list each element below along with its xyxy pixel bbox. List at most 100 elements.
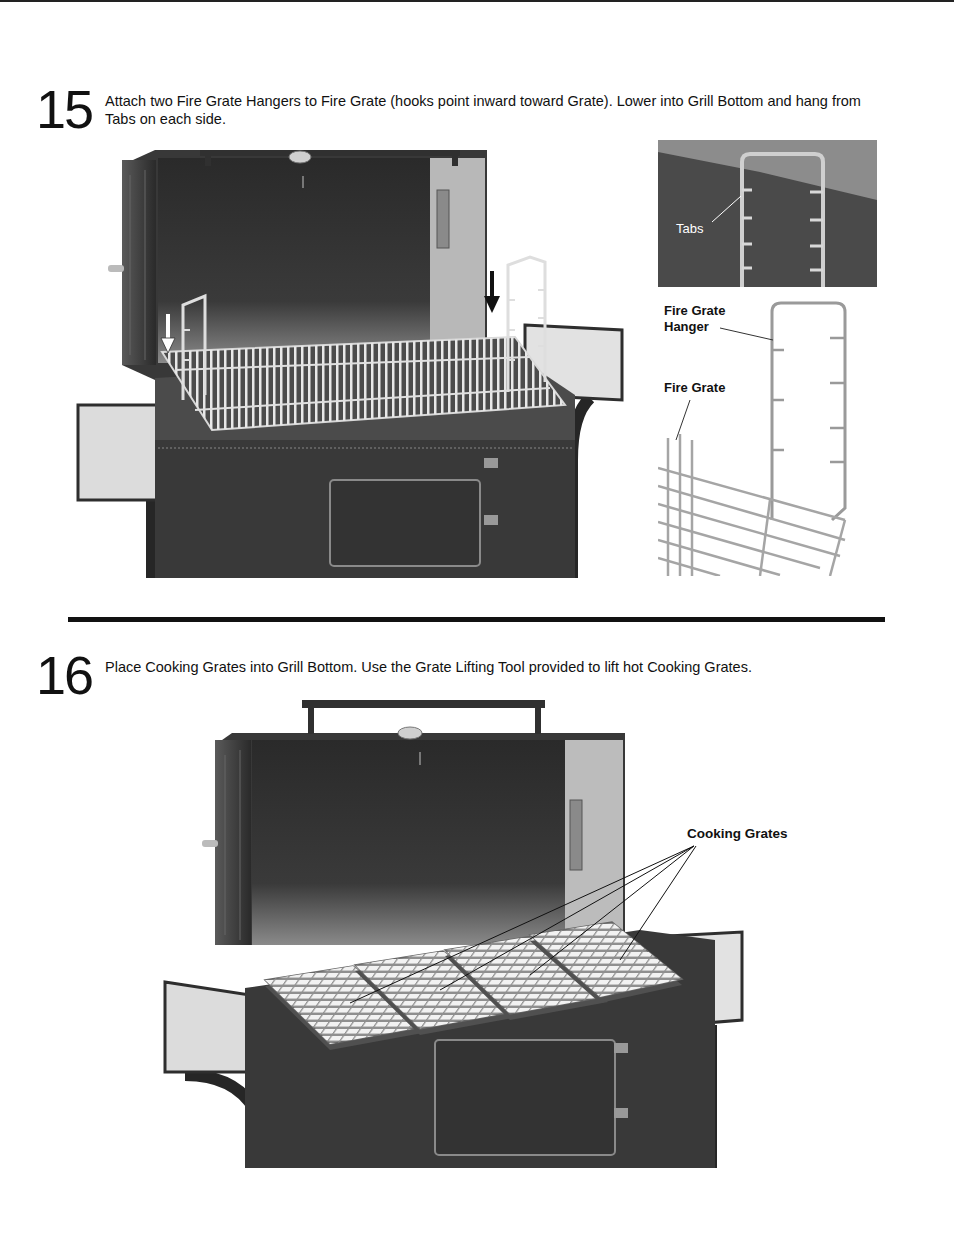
hanger-hook <box>830 337 845 340</box>
hanger-hook <box>538 317 545 319</box>
grill-step16 <box>165 700 742 1168</box>
tab <box>810 245 823 248</box>
hanger-hook <box>772 349 784 352</box>
part-label: Tabs <box>676 221 703 237</box>
tabs-inset <box>658 140 877 287</box>
tab <box>810 219 823 222</box>
tab <box>810 191 823 194</box>
tab <box>742 190 823 270</box>
lid-hinge <box>437 190 449 248</box>
grill-step15 <box>302 176 304 188</box>
hanger-hook <box>183 359 190 361</box>
step-number: 15 <box>36 82 92 136</box>
door-latch <box>614 1108 628 1118</box>
hanger-hook <box>538 289 545 291</box>
leader-line <box>676 400 690 440</box>
tabs-inset <box>658 140 877 200</box>
leader-line <box>620 846 696 960</box>
fire-grate <box>679 434 682 576</box>
down-arrow <box>166 314 170 340</box>
fire-grate-hanger <box>508 257 545 392</box>
lid-side <box>215 740 251 945</box>
cooking-grate <box>530 922 682 1003</box>
grill-step15 <box>130 175 131 355</box>
fire-grate-hanger <box>772 303 845 520</box>
lid-side <box>565 740 623 940</box>
thermometer <box>289 151 311 163</box>
down-arrow <box>490 271 494 298</box>
step-divider <box>68 617 885 622</box>
grill-step16 <box>240 750 241 940</box>
grill-step16 <box>308 700 314 734</box>
lid-side <box>122 160 156 365</box>
leader-line <box>712 196 741 222</box>
grill-bottom <box>155 440 575 578</box>
door-latch <box>484 458 498 468</box>
leader-line <box>720 328 773 340</box>
hanger-hook <box>183 290 545 360</box>
grill-step15 <box>158 448 572 449</box>
thermometer <box>398 727 422 739</box>
grill-step15 <box>145 170 146 360</box>
step-instruction: Attach two Fire Grate Hangers to Fire Gr… <box>105 92 880 128</box>
grill-lid <box>215 733 625 945</box>
hanger-inset <box>658 303 845 576</box>
grill-step16 <box>225 755 226 935</box>
part-label: Cooking Grates <box>687 826 788 842</box>
lid-hinge <box>570 800 582 870</box>
hanger-hook <box>772 338 845 462</box>
hanger-hook <box>830 382 845 385</box>
ash-door <box>435 1040 615 1155</box>
fire-grate-hanger <box>183 296 205 400</box>
grill-step15 <box>78 150 622 578</box>
tab <box>742 243 752 246</box>
grill-step15 <box>452 150 458 166</box>
tab <box>742 189 752 192</box>
leader-line <box>530 846 694 975</box>
cooking-grate <box>530 922 682 997</box>
grill-step16 <box>419 752 421 765</box>
fire-grate <box>830 520 845 576</box>
down-arrow <box>161 338 175 353</box>
grill-step15 <box>195 388 550 410</box>
tab <box>810 269 823 272</box>
fire-grate <box>658 434 845 576</box>
hanger-hook <box>508 359 515 361</box>
ash-door <box>330 480 480 566</box>
hanger-hook <box>538 345 545 347</box>
step-instruction: Place Cooking Grates into Grill Bottom. … <box>105 658 905 676</box>
side-shelf <box>165 982 250 1072</box>
leader-line <box>350 846 696 1003</box>
fire-grate <box>667 438 670 576</box>
door-latch <box>614 1043 628 1053</box>
grill-step15 <box>205 150 211 166</box>
fire-grate <box>760 500 770 576</box>
lid-interior <box>158 158 430 363</box>
down-arrow <box>484 296 500 313</box>
hanger-hook <box>772 399 784 402</box>
tab <box>742 267 752 270</box>
step-number: 16 <box>36 648 92 702</box>
lid-handle <box>302 700 545 708</box>
hanger-hook <box>772 449 784 452</box>
fire-grate <box>658 522 820 568</box>
part-label: Fire Grate Hanger <box>664 303 744 335</box>
leader-line <box>440 846 694 990</box>
hanger-hook <box>830 427 845 430</box>
door-latch <box>484 515 498 525</box>
fire-grate <box>162 337 565 430</box>
side-shelf <box>78 405 165 500</box>
hanger-hook <box>183 329 190 331</box>
fire-grate-hanger <box>742 154 823 287</box>
hanger-hook <box>508 299 515 301</box>
grill-leg <box>185 1075 255 1168</box>
lid-knob <box>108 265 124 272</box>
grill-step16 <box>535 700 541 734</box>
grill-step15 <box>175 357 530 370</box>
part-label: Fire Grate <box>664 380 725 396</box>
cooking-grate <box>530 922 682 997</box>
lid-interior <box>252 740 565 945</box>
hanger-hook <box>508 329 515 331</box>
